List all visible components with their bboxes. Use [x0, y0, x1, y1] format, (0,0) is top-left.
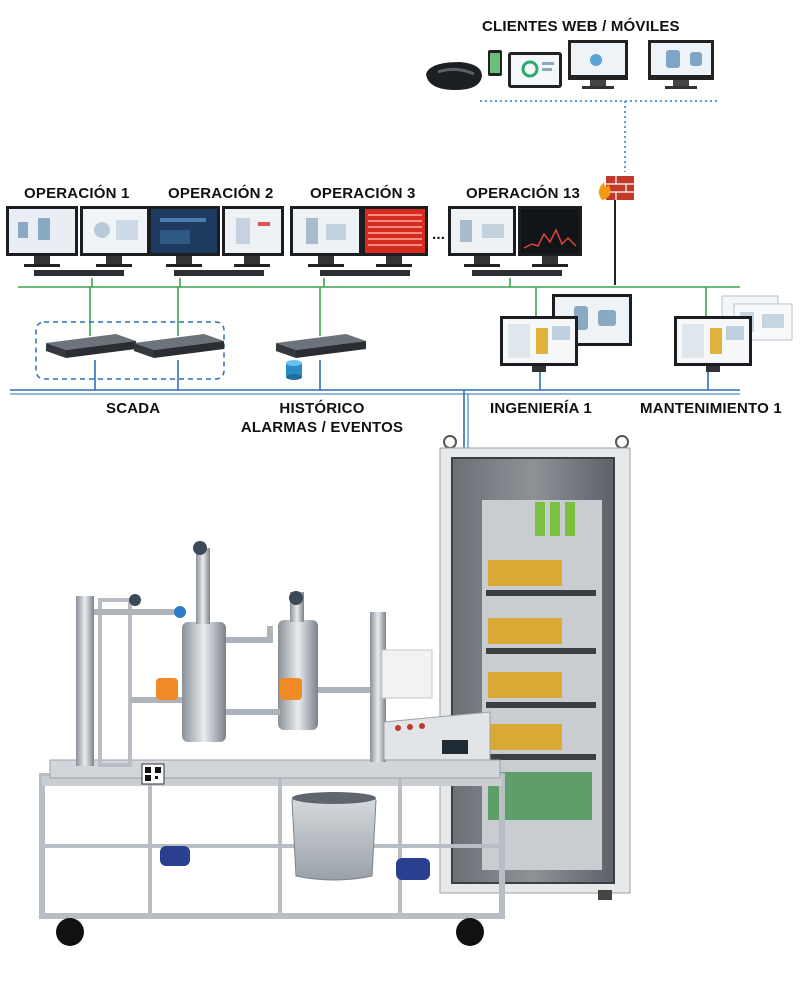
web-clients-label: CLIENTES WEB / MÓVILES: [482, 18, 680, 35]
engineering-label: INGENIERÍA 1: [490, 400, 592, 417]
server-network: [10, 360, 740, 450]
database-icon: [286, 360, 302, 380]
vr-headset-icon: [426, 62, 482, 90]
monitor-icon: [362, 206, 428, 267]
operation-network: [18, 278, 740, 336]
maintenance-workstation: [674, 295, 793, 372]
keyboard-icon: [320, 270, 410, 276]
operation-monitors: [6, 206, 428, 276]
historian-label-line2: ALARMAS / EVENTOS: [240, 419, 404, 436]
server-icon: [134, 334, 224, 358]
operation-2-label: OPERACIÓN 2: [168, 185, 274, 202]
web-clients-group: [426, 40, 714, 90]
monitor-icon: [674, 316, 752, 372]
monitor-icon: [222, 206, 284, 267]
server-icon: [276, 334, 366, 358]
phone-icon: [488, 50, 502, 76]
ellipsis: ...: [432, 226, 446, 243]
operation-3-label: OPERACIÓN 3: [310, 185, 416, 202]
server-icon: [46, 334, 136, 358]
monitor-icon: [518, 206, 582, 267]
monitor-icon: [448, 206, 516, 267]
operation-13-monitors: [448, 206, 582, 276]
monitor-icon: [290, 206, 362, 267]
historian-label: HISTÓRICO ALARMAS / EVENTOS: [232, 400, 412, 436]
monitor-icon: [648, 40, 714, 89]
tablet-icon: [508, 52, 562, 88]
monitor-icon: [148, 206, 220, 267]
process-plant-icon: [39, 541, 505, 946]
qr-code-icon: [141, 763, 165, 785]
keyboard-icon: [472, 270, 562, 276]
keyboard-icon: [34, 270, 124, 276]
firewall-icon: [598, 176, 634, 200]
historian-label-line1: HISTÓRICO: [279, 400, 365, 417]
web-link: [480, 100, 720, 172]
scada-redundancy-box: [35, 321, 225, 380]
operation-1-label: OPERACIÓN 1: [24, 185, 130, 202]
keyboard-icon: [174, 270, 264, 276]
cabinet-icon: [439, 435, 631, 900]
monitor-icon: [80, 206, 150, 267]
maintenance-label: MANTENIMIENTO 1: [640, 400, 782, 417]
monitor-icon: [500, 316, 578, 372]
scada-label: SCADA: [106, 400, 161, 417]
engineering-workstation: [500, 294, 632, 372]
monitor-icon: [6, 206, 78, 267]
monitor-icon: [568, 40, 628, 89]
operation-13-label: OPERACIÓN 13: [466, 185, 581, 202]
